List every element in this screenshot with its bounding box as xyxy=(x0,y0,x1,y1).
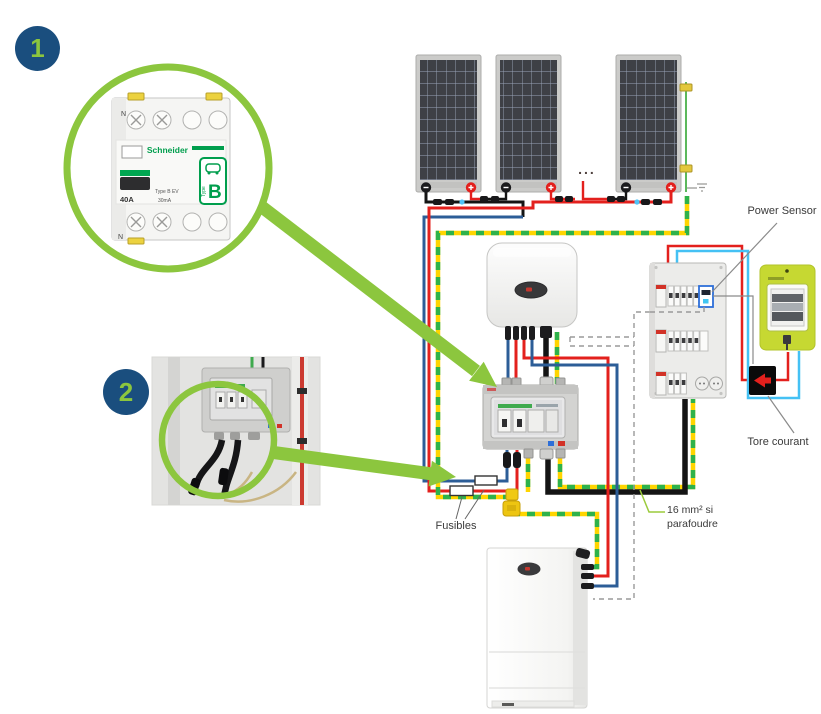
breaker-brand: Schneider xyxy=(147,145,189,155)
breaker-neutral-label-2: N xyxy=(118,234,123,241)
comm-dashed-internal xyxy=(650,307,705,313)
parafoudre-label-line1: 16 mm² si xyxy=(667,504,714,516)
tore-courant-label: Tore courant xyxy=(747,436,809,448)
battery xyxy=(486,547,594,709)
current-transformer xyxy=(749,366,776,395)
fusibles-callout-lines xyxy=(455,489,485,520)
ground-clamp xyxy=(502,488,521,517)
comm-wiring xyxy=(569,311,650,600)
tore-callout-line xyxy=(767,395,795,434)
socket-outlet xyxy=(695,376,709,391)
callout-arrow-2 xyxy=(269,445,456,487)
callout-circle-1 xyxy=(63,63,273,273)
breaker-neutral-label: N xyxy=(121,111,126,118)
ground-clips xyxy=(679,83,693,173)
parafoudre-label: 16 mm² si parafoudre xyxy=(667,503,737,531)
inverter xyxy=(486,242,578,340)
breaker-sensitivity: 30mA xyxy=(158,198,172,204)
dc-junction-box xyxy=(482,376,579,468)
fusibles-label: Fusibles xyxy=(435,520,477,532)
solar-panel-3 xyxy=(615,54,682,193)
socket-outlet xyxy=(709,376,723,391)
power-sensor-label: Power Sensor xyxy=(747,205,817,217)
inverter-battery-wiring xyxy=(506,334,619,588)
solar-panel-2 xyxy=(495,54,562,193)
mc4-connectors xyxy=(433,196,662,205)
power-sensor-callout-line xyxy=(711,222,778,293)
energy-meter xyxy=(759,264,816,351)
fuse-1 xyxy=(449,485,474,497)
panels-ellipsis: ... xyxy=(578,161,596,177)
breaker-rating: 40A xyxy=(120,195,134,204)
solar-panel-1 xyxy=(415,54,482,193)
breaker-badge-caption: Type xyxy=(201,186,207,197)
parafoudre-label-line2: parafoudre xyxy=(667,518,718,530)
power-sensor xyxy=(698,285,714,308)
callout-badge-2: 2 xyxy=(103,369,149,415)
breaker-badge-letter: B xyxy=(208,182,222,203)
fuse-2 xyxy=(474,475,498,486)
sensor-to-ct-line xyxy=(713,295,754,364)
callout-badge-1: 1 xyxy=(15,26,60,71)
breaker-type-line: Type B EV xyxy=(155,189,179,195)
meter-loop-wiring xyxy=(666,244,801,400)
distribution-panel xyxy=(649,262,727,399)
callout-arrow-1 xyxy=(258,201,497,387)
callout-circle-2 xyxy=(158,380,278,500)
parafoudre-callout-line xyxy=(639,489,665,513)
breaker-photo: N Schneider Type B EV 40A 30mA Type B N xyxy=(111,92,231,245)
